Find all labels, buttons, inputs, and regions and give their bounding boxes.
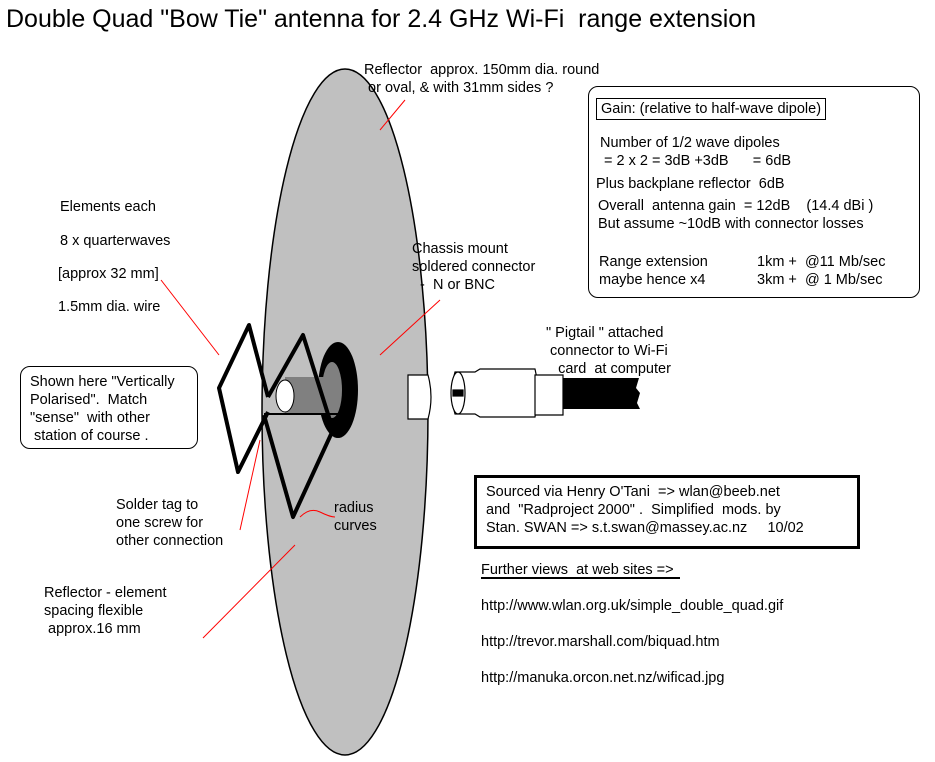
range-values: 1km + @11 Mb/sec 3km + @ 1 Mb/sec: [757, 254, 886, 288]
gain-overall: Overall antenna gain = 12dB (14.4 dBi ) …: [598, 198, 874, 232]
range-label: Range extension maybe hence x4: [599, 254, 708, 288]
pigtail-connector: [450, 368, 564, 418]
gain-box: Gain: (relative to half-wave dipole) Num…: [588, 86, 920, 298]
solder-label: Solder tag to one screw for other connec…: [116, 497, 224, 549]
radius-label: radius curves: [334, 500, 377, 534]
spacing-label: Reflector - element spacing flexible app…: [44, 585, 167, 637]
elements-label: Elements each: [60, 199, 156, 215]
gain-dipoles: Number of 1/2 wave dipoles = 2 x 2 = 3dB…: [600, 135, 792, 169]
rear-connector: [407, 374, 432, 420]
chassis-label: Chassis mount soldered connector - N or …: [412, 241, 536, 293]
source-box: Sourced via Henry O'Tani => wlan@beeb.ne…: [474, 475, 860, 549]
link-trevor[interactable]: http://trevor.marshall.com/biquad.htm: [481, 634, 720, 650]
link-wlan[interactable]: http://www.wlan.org.uk/simple_double_qua…: [481, 598, 784, 614]
gain-heading: Gain: (relative to half-wave dipole): [596, 98, 827, 120]
approx-label: [approx 32 mm]: [58, 266, 159, 282]
page-title: Double Quad "Bow Tie" antenna for 2.4 GH…: [6, 5, 757, 33]
polarised-label: Shown here "Vertically Polarised". Match…: [30, 374, 175, 444]
wire-label: 1.5mm dia. wire: [58, 299, 161, 315]
polarised-box: Shown here "Vertically Polarised". Match…: [20, 366, 198, 449]
bow-tie-element: [217, 323, 335, 519]
source-text: Sourced via Henry O'Tani => wlan@beeb.ne…: [486, 484, 804, 536]
pigtail-label: " Pigtail " attached connector to Wi-Fi …: [546, 325, 671, 377]
reflector-label: Reflector approx. 150mm dia. round or ov…: [364, 62, 600, 96]
link-manuka[interactable]: http://manuka.orcon.net.nz/wificad.jpg: [481, 670, 725, 686]
gain-backplane: Plus backplane reflector 6dB: [596, 176, 785, 192]
further-heading: Further views at web sites =>: [481, 562, 674, 578]
leader-lines: [160, 99, 441, 639]
cable: [563, 378, 640, 409]
quarterwaves-label: 8 x quarterwaves: [60, 233, 171, 249]
